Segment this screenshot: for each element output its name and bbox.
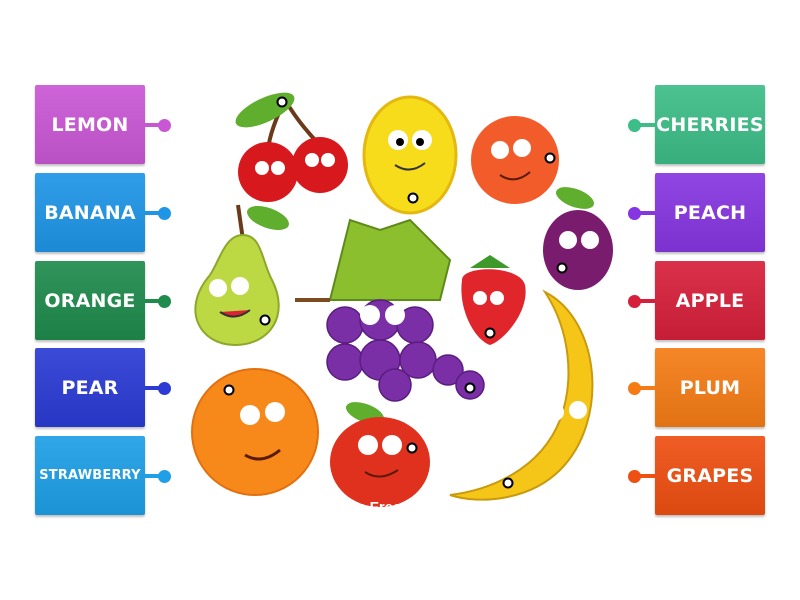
connector-line: [639, 299, 655, 303]
connector-knob[interactable]: [628, 206, 641, 220]
lemon-image: [362, 95, 458, 215]
connector-knob[interactable]: [628, 381, 641, 395]
watermark: ign FreeD: [343, 499, 412, 516]
connector-knob[interactable]: [158, 381, 171, 395]
peach-image: [471, 116, 559, 204]
connector-line: [639, 386, 655, 390]
banana-image: [449, 289, 594, 501]
anchor-dot-banana[interactable]: [502, 477, 514, 489]
connector-line: [639, 211, 655, 215]
connector-knob[interactable]: [158, 469, 171, 483]
anchor-dot-cherries[interactable]: [276, 96, 288, 108]
connector-line: [145, 474, 161, 478]
anchor-dot-grapes[interactable]: [464, 382, 476, 394]
cherries-image: [235, 92, 348, 202]
connector-knob[interactable]: [158, 118, 171, 132]
connector-line: [145, 123, 161, 127]
anchor-dot-apple[interactable]: [406, 442, 418, 454]
label-apple[interactable]: APPLE: [655, 261, 765, 340]
label-banana[interactable]: BANANA: [35, 173, 145, 252]
plum-image: [543, 187, 613, 290]
anchor-dot-strawberry[interactable]: [484, 327, 496, 339]
anchor-dots: [223, 96, 568, 489]
label-orange[interactable]: ORANGE: [35, 261, 145, 340]
apple-image: [330, 402, 430, 507]
anchor-dot-plum[interactable]: [556, 262, 568, 274]
label-peach[interactable]: PEACH: [655, 173, 765, 252]
connector-line: [145, 299, 161, 303]
connector-knob[interactable]: [158, 206, 171, 220]
connector-line: [639, 474, 655, 478]
label-strawberry[interactable]: STRAWBERRY: [35, 436, 145, 515]
label-grapes[interactable]: GRAPES: [655, 436, 765, 515]
orange-image: [191, 368, 319, 496]
connector-line: [145, 211, 161, 215]
strawberry-image: [461, 255, 526, 345]
label-plum[interactable]: PLUM: [655, 348, 765, 427]
label-pear[interactable]: PEAR: [35, 348, 145, 427]
anchor-dot-orange[interactable]: [223, 384, 235, 396]
connector-knob[interactable]: [628, 469, 641, 483]
anchor-dot-lemon[interactable]: [407, 192, 419, 204]
pear-image: [194, 204, 289, 347]
connector-line: [639, 123, 655, 127]
connector-knob[interactable]: [628, 294, 641, 308]
label-lemon[interactable]: LEMON: [35, 85, 145, 164]
connector-knob[interactable]: [628, 118, 641, 132]
connector-line: [145, 386, 161, 390]
anchor-dot-pear[interactable]: [259, 314, 271, 326]
label-cherries[interactable]: CHERRIES: [655, 85, 765, 164]
anchor-dot-peach[interactable]: [544, 152, 556, 164]
connector-knob[interactable]: [158, 294, 171, 308]
grapes-image: [295, 218, 485, 402]
